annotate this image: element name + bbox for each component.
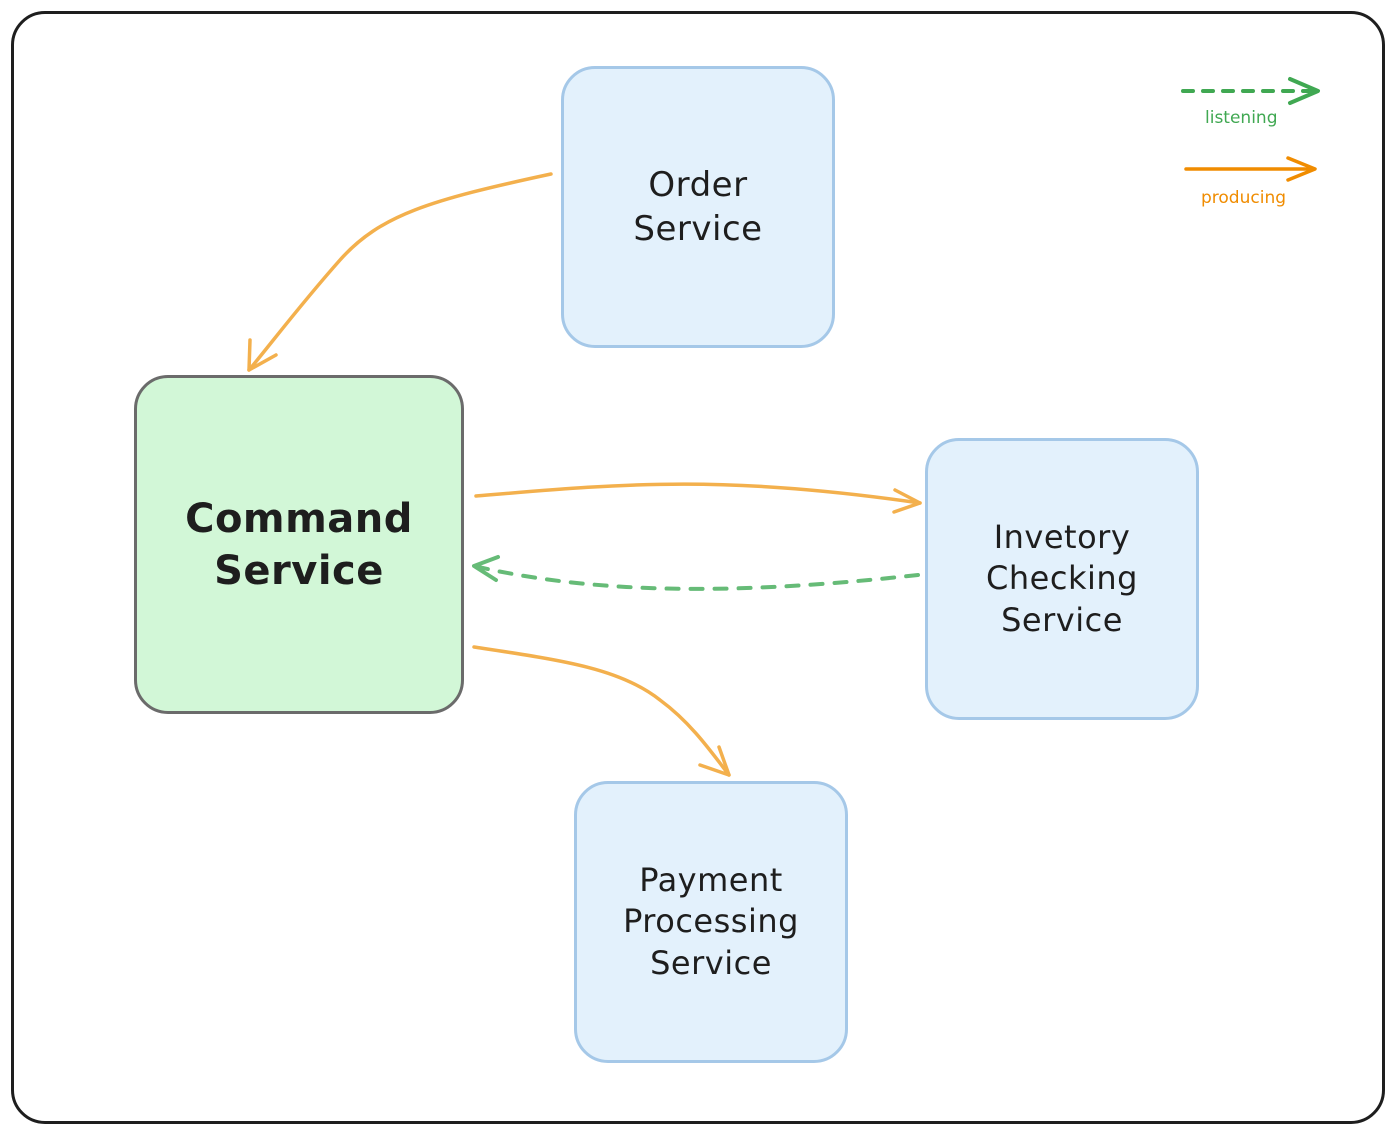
arrowhead [472, 555, 500, 582]
arrowhead [1288, 77, 1320, 105]
inventory-checking-service-node[interactable]: Invetory Checking Service [925, 438, 1199, 720]
node-label: Command Service [185, 495, 413, 594]
edge-command-to-payment [472, 645, 731, 777]
node-label: Invetory Checking Service [986, 517, 1138, 639]
payment-processing-service-node[interactable]: Payment Processing Service [574, 781, 848, 1063]
arrowhead [892, 488, 922, 514]
legend-listening-label: listening [1205, 108, 1278, 128]
edge-line [474, 482, 922, 505]
arrowhead [698, 745, 731, 777]
edge-command-to-inventory [474, 482, 922, 514]
edge-line [247, 172, 553, 372]
node-label: Payment Processing Service [623, 860, 799, 982]
edge-order-to-command [247, 172, 553, 372]
edge-line [472, 564, 920, 591]
legend-producing-label: producing [1201, 188, 1287, 208]
legend-producing-arrow [1184, 156, 1317, 182]
edge-line [472, 645, 731, 777]
arrowhead [247, 338, 278, 372]
order-service-node[interactable]: Order Service [561, 66, 835, 348]
arrowhead [1286, 156, 1317, 182]
command-service-node[interactable]: Command Service [134, 375, 464, 714]
edge-inventory-to-command [472, 555, 920, 591]
legend-listening-arrow [1181, 77, 1320, 105]
node-label: Order Service [633, 164, 763, 249]
